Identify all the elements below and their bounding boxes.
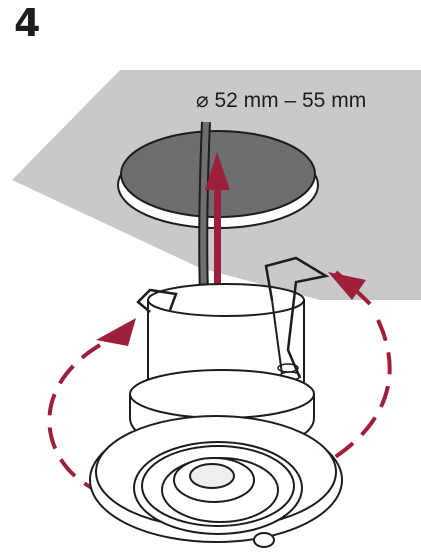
diameter-label: ⌀ 52 mm – 55 mm [196, 89, 367, 112]
spring-clip-left [136, 288, 178, 313]
downlight-fixture [89, 256, 343, 548]
lens [161, 457, 279, 523]
rotation-arrow [47, 270, 392, 494]
cable [198, 121, 211, 295]
spring-clip-right [264, 256, 330, 379]
step-number: 4 [14, 1, 41, 45]
upward-arrow [205, 152, 230, 286]
